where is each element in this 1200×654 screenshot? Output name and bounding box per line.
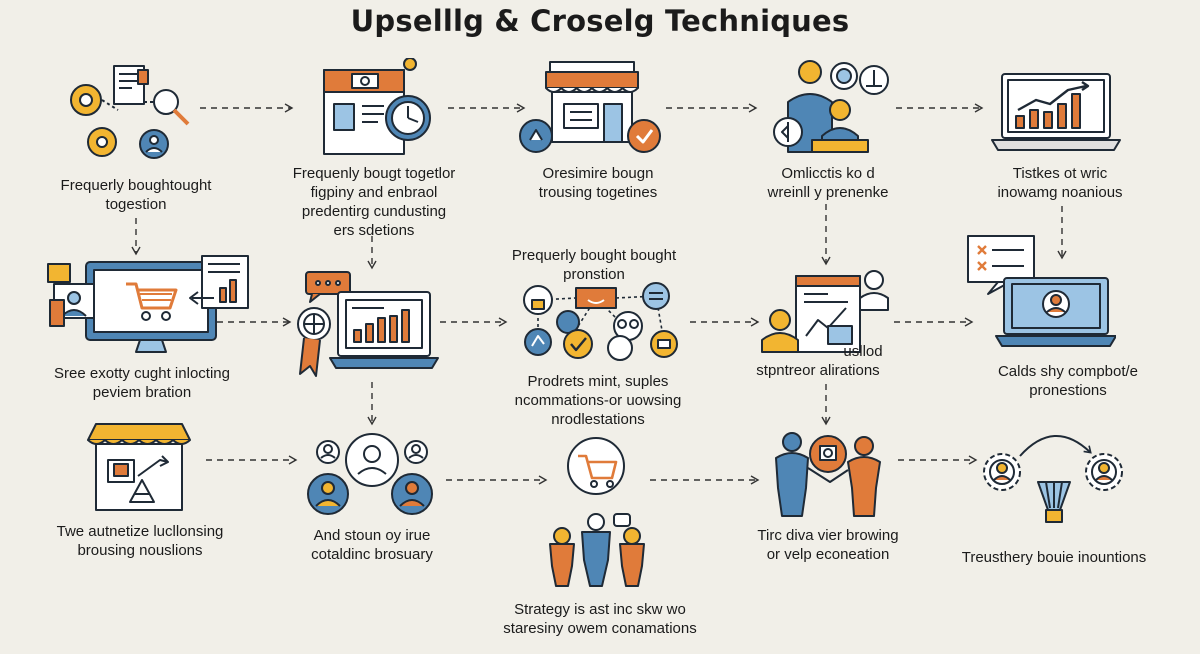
stall-chart-icon [86,420,192,514]
users-circles-icon [300,432,442,518]
store-clock-icon [318,58,442,158]
shop-front-icon [516,58,666,158]
monitor-cart-icon [44,254,252,356]
gears-cycle-icon [980,422,1128,534]
laptop-user-icon [964,232,1116,354]
diagram-title: Upselllg & Croselg Techniques [350,4,850,38]
document-people-icon [758,266,894,354]
people-chart-icon [768,56,898,156]
couple-chat-icon [770,428,886,518]
caption-n15: Treusthery bouie inountions [961,549,1147,566]
laptop-award-icon [294,266,440,382]
cart-people-icon [544,436,650,592]
gears-document-icon [62,62,202,172]
network-icons [516,280,682,364]
laptop-growth-icon [988,70,1124,156]
